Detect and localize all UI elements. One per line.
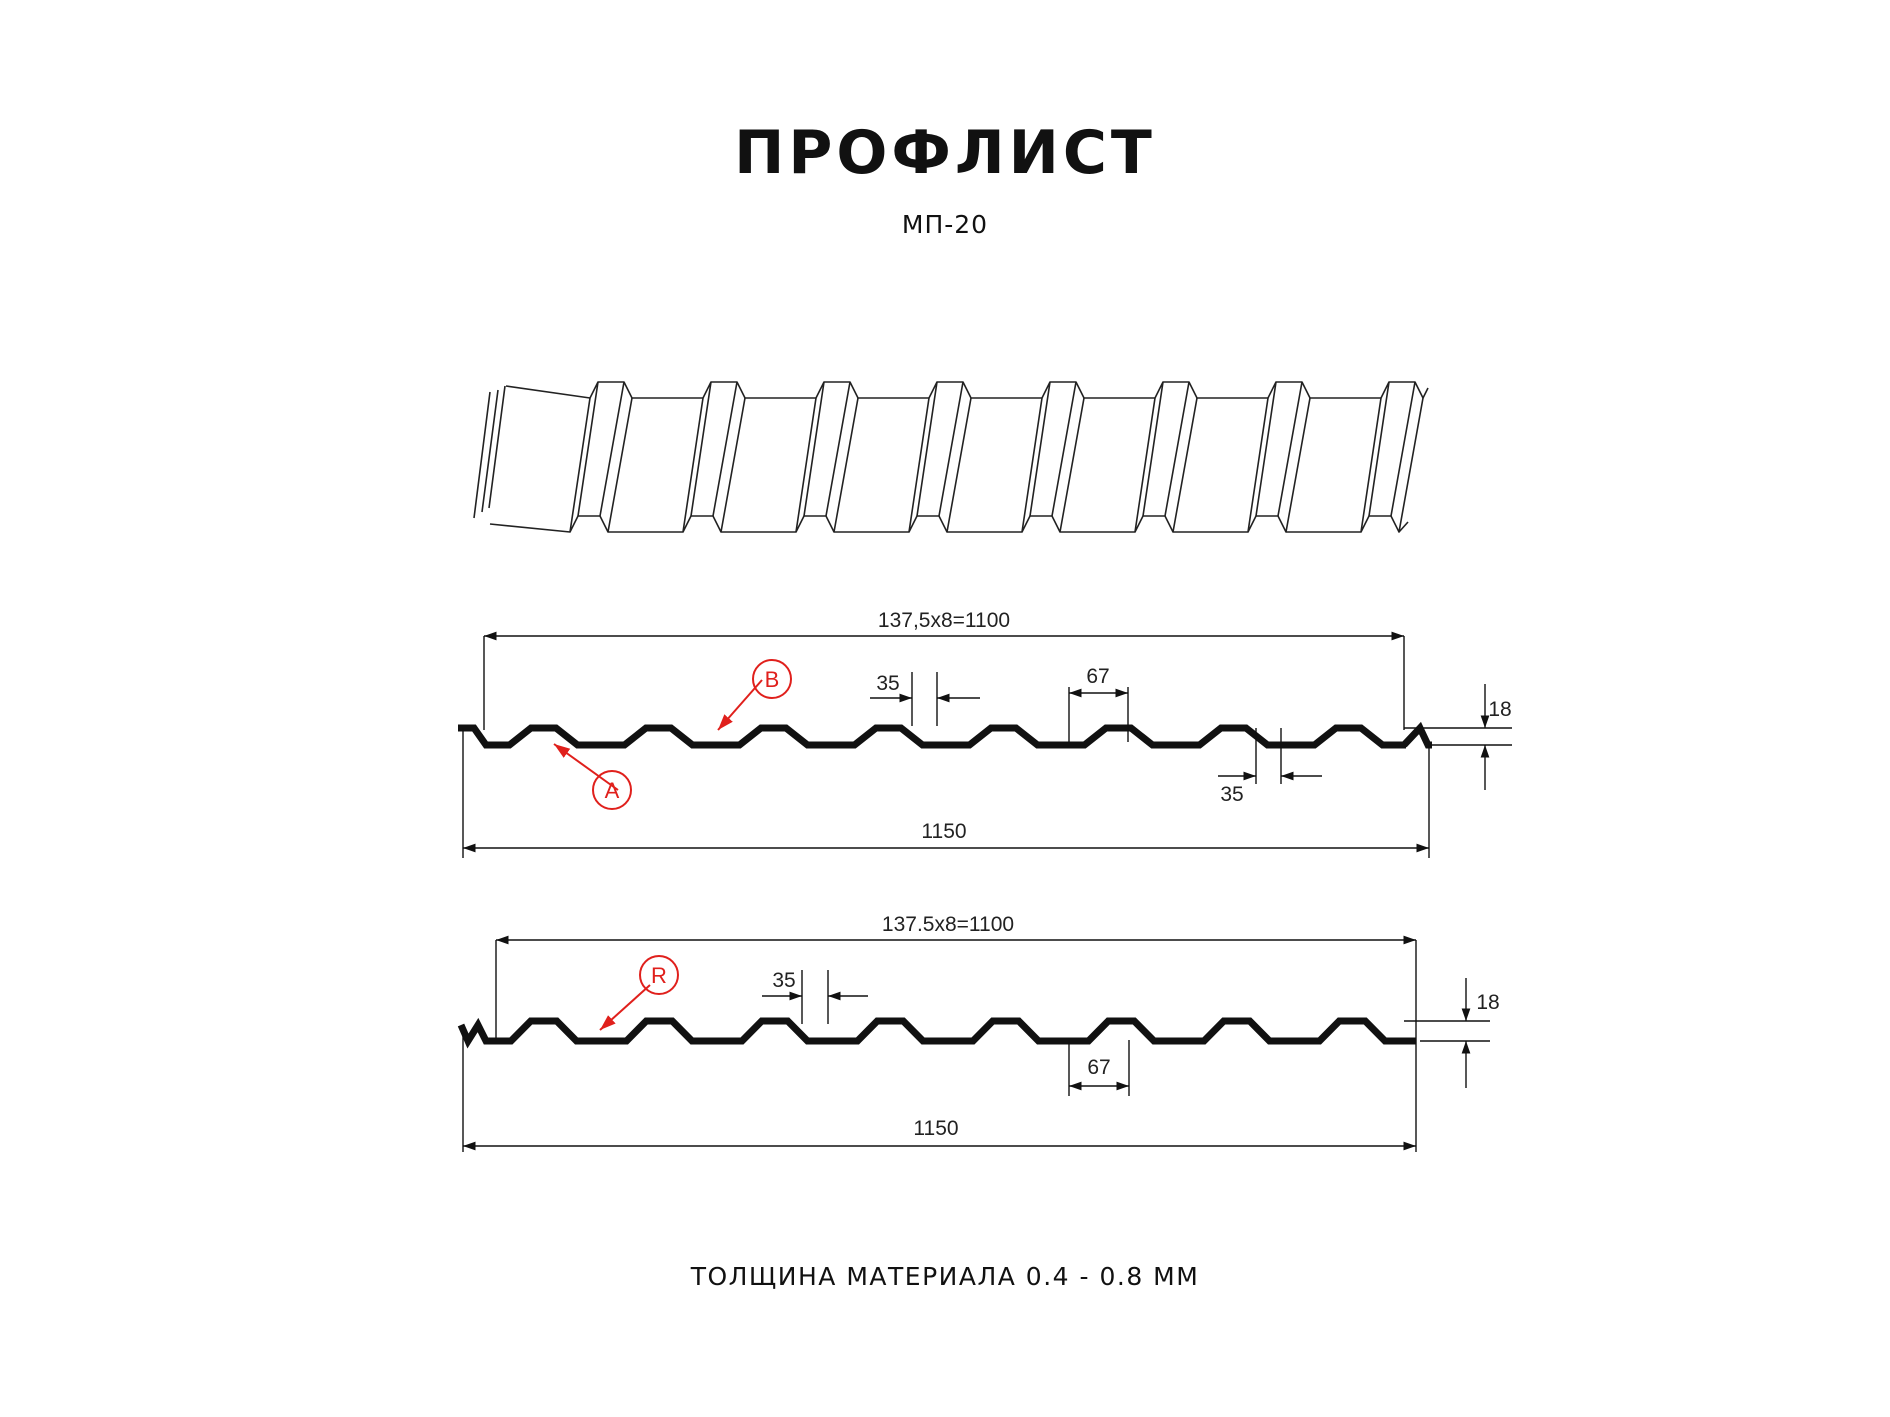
profile-2: 137.5x8=1100 35 67 18 1150 R (457, 913, 1500, 1152)
sheet-rib (908, 381, 972, 533)
sheet-rib (682, 381, 746, 533)
p1-bottom-gap-label: 35 (1220, 783, 1243, 806)
sheet-left-edge (473, 385, 506, 519)
sheet-back-edge (505, 381, 1429, 399)
profile-1-line (458, 721, 1432, 749)
p1-top-width-label: 35 (876, 672, 899, 695)
sheet-ribs (569, 381, 1424, 533)
profile-2-line (457, 1017, 1416, 1049)
p1-full-width-label: 1150 (921, 820, 966, 843)
p1-total-label: 137,5x8=1100 (878, 609, 1010, 632)
profile-1: 137,5x8=1100 35 67 18 35 1150 A (458, 609, 1512, 858)
marker-b-label: B (765, 667, 780, 692)
p1-height-label: 18 (1488, 698, 1511, 721)
p1-bottom-width-label: 67 (1086, 665, 1109, 688)
p2-height-label: 18 (1476, 991, 1499, 1014)
sheet-rib (795, 381, 859, 533)
sheet-rib (569, 381, 633, 533)
marker-r-label: R (651, 963, 667, 988)
p2-bottom-width-label: 67 (1087, 1056, 1110, 1079)
sheet-3d-view (473, 381, 1429, 533)
diagram-subtitle: МП-20 (901, 210, 989, 239)
p2-full-width-label: 1150 (913, 1117, 958, 1140)
marker-a-circle (592, 770, 632, 810)
marker-b-circle (752, 659, 792, 699)
marker-a-leader (553, 743, 619, 791)
marker-a-label: A (605, 778, 620, 803)
p2-top-width-label: 35 (772, 969, 795, 992)
diagram-title: ПРОФЛИСТ (734, 118, 1156, 188)
sheet-rib (1021, 381, 1085, 533)
sheet-rib (1360, 381, 1424, 533)
marker-r-circle (639, 955, 679, 995)
marker-r-leader (599, 984, 651, 1031)
sheet-rib (1247, 381, 1311, 533)
material-thickness-note: ТОЛЩИНА МАТЕРИАЛА 0.4 - 0.8 ММ (690, 1262, 1200, 1291)
p2-total-label: 137.5x8=1100 (882, 913, 1014, 936)
sheet-rib (1134, 381, 1198, 533)
